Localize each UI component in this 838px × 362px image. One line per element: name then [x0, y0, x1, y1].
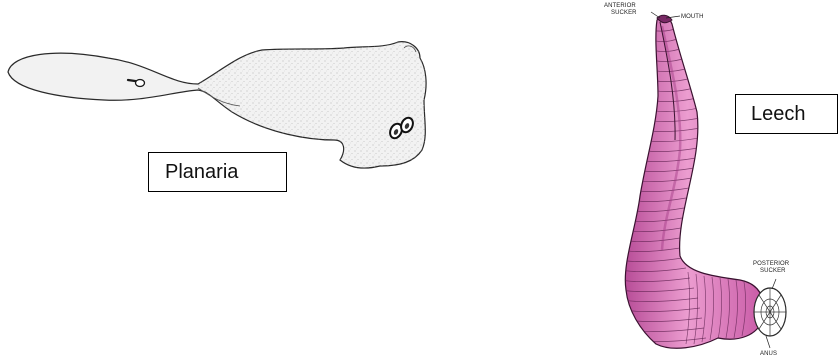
leech-label-text: Leech — [751, 104, 806, 124]
anterior-sucker-label-line2: SUCKER — [611, 10, 637, 16]
leech-label: Leech — [735, 94, 838, 134]
planaria-illustration — [8, 42, 426, 168]
posterior-sucker-label-line2: SUCKER — [760, 268, 786, 274]
posterior-sucker-label-line1: POSTERIOR — [753, 261, 790, 267]
anus-label: ANUS — [760, 351, 777, 357]
planaria-label: Planaria — [148, 152, 287, 192]
leech-illustration: ANTERIOR SUCKER MOUTH POSTERIOR SUCKER A… — [604, 3, 790, 357]
leech-posterior-sucker — [754, 288, 786, 336]
mouth-label: MOUTH — [681, 14, 704, 20]
anterior-sucker-label-line1: ANTERIOR — [604, 3, 636, 9]
planaria-label-text: Planaria — [165, 162, 238, 182]
